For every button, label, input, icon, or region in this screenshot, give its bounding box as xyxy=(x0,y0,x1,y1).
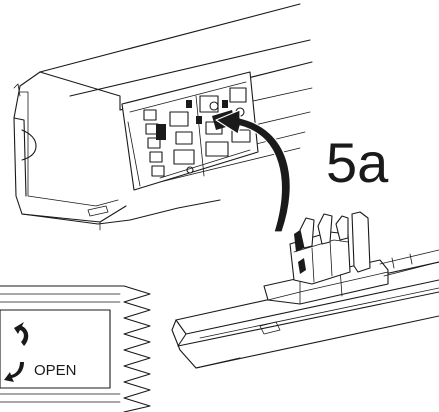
step-label: 5a xyxy=(326,131,389,194)
open-label: OPEN xyxy=(34,362,77,379)
open-detail-inset: OPEN xyxy=(0,285,151,412)
curved-arrow-icon xyxy=(215,109,291,233)
driver-board xyxy=(121,71,259,191)
curved-arrows-icon xyxy=(4,322,29,382)
light-module xyxy=(171,211,439,369)
